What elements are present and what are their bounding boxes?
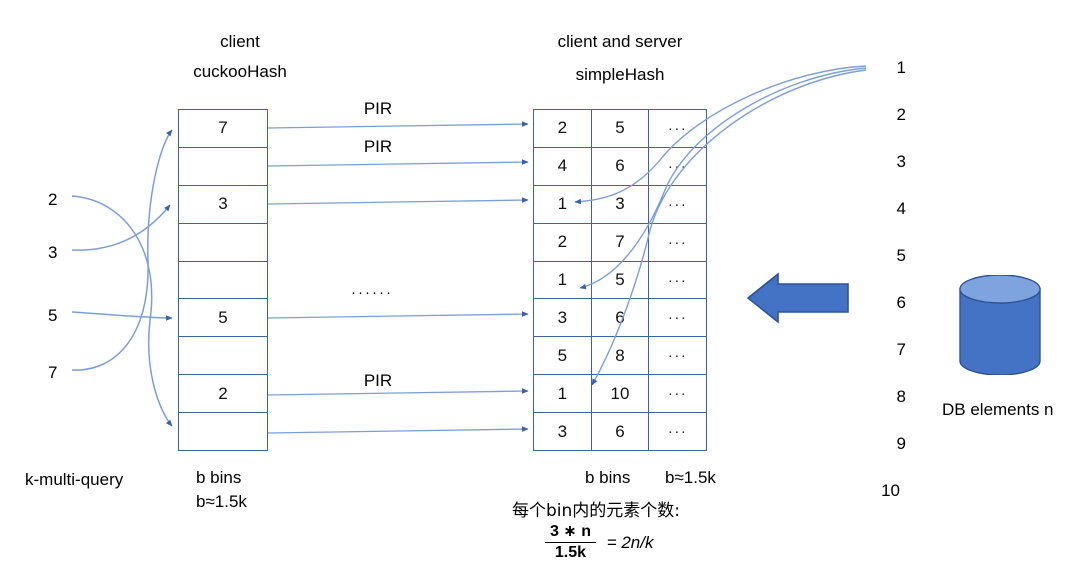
pir-request-lines	[267, 121, 529, 434]
formula-numerator: 3 ∗ n	[550, 523, 591, 540]
simple-bin-ellipsis: ···	[667, 233, 688, 251]
simple-bin-value: 7	[592, 223, 650, 261]
cuckoo-bin-row	[179, 337, 267, 376]
cuckoo-bin-value	[179, 413, 267, 450]
simple-bin-ellipsis: ···	[667, 157, 688, 175]
query-value-0: 2	[48, 190, 58, 209]
simple-bin-value: 3	[534, 299, 592, 337]
simple-bin-ellipsis: ···	[667, 385, 688, 403]
simple-bin-value: 1	[534, 185, 592, 223]
simple-caption-line1: b bins	[585, 468, 631, 487]
database-cylinder-icon	[959, 275, 1041, 375]
cuckoo-bin-row: 5	[179, 299, 267, 338]
simple-bin-ellipsis: ···	[667, 271, 688, 289]
simple-caption-line2: b≈1.5k	[665, 468, 716, 487]
cuckoo-bin-value: 5	[218, 307, 228, 327]
db-element-4: 4	[896, 199, 906, 218]
cuckoo-bin-row	[179, 148, 267, 186]
simple-bin-value: 10	[592, 375, 650, 413]
k-multi-query-label: k-multi-query	[25, 470, 124, 489]
db-element-8: 8	[896, 387, 906, 406]
db-element-5: 5	[896, 246, 906, 265]
pir-label-3: PIR	[363, 371, 393, 390]
formula-result: = 2n/k	[606, 532, 654, 552]
formula-denominator: 1.5k	[545, 542, 596, 563]
cuckoo-bin-value	[179, 224, 267, 261]
query-value-2: 5	[48, 306, 58, 325]
cuckoo-bin-row	[179, 413, 267, 450]
cuckoo-bin-value: 3	[218, 194, 228, 214]
db-element-10: 10	[881, 481, 900, 500]
db-to-table-arrow	[746, 272, 849, 324]
simple-bin-value: 6	[592, 413, 650, 451]
cuckoo-bin-value	[179, 148, 267, 185]
simple-bin-ellipsis: ···	[667, 195, 688, 213]
simple-bin-value: 6	[592, 299, 650, 337]
simple-bin-value: 3	[534, 413, 592, 451]
simple-bin-value: 5	[534, 337, 592, 375]
simple-bin-value: 4	[534, 147, 592, 185]
db-element-2: 2	[896, 105, 906, 124]
db-elements-label: DB elements n	[942, 400, 1054, 419]
cuckoo-bin-row: 7	[179, 110, 267, 148]
cuckoo-bin-value	[179, 262, 267, 299]
query-value-3: 7	[48, 363, 58, 382]
pir-label-2: PIR	[363, 137, 393, 156]
simple-bin-value: 6	[592, 147, 650, 185]
formula-fraction: 3 ∗ n 1.5k	[545, 522, 596, 563]
db-element-9: 9	[896, 434, 906, 453]
client-title-line2: cuckooHash	[193, 62, 287, 81]
db-element-3: 3	[896, 152, 906, 171]
simple-bin-value: 2	[534, 223, 592, 261]
query-value-1: 3	[48, 243, 58, 262]
client-title-line1: client	[220, 32, 260, 51]
db-element-6: 6	[896, 293, 906, 312]
cuckoo-bin-row: 2	[179, 375, 267, 414]
simple-bin-value: 5	[592, 110, 650, 147]
simple-bin-value: 8	[592, 337, 650, 375]
simple-bin-ellipsis: ···	[667, 347, 688, 365]
cuckoo-caption-line2: b≈1.5k	[196, 492, 247, 511]
simple-bin-ellipsis: ···	[667, 423, 688, 441]
bin-size-formula: 3 ∗ n 1.5k = 2n/k	[545, 522, 654, 563]
cuckoo-caption-line1: b bins	[196, 468, 242, 487]
cuckoo-bin-value: 2	[218, 383, 228, 403]
simple-bin-ellipsis: ···	[667, 119, 688, 137]
cuckoo-bin-row	[179, 224, 267, 262]
pir-label-1: PIR	[363, 99, 393, 118]
query-to-bin-curves	[71, 129, 173, 427]
server-title-line1: client and server	[557, 32, 683, 51]
cuckoo-bin-row: 3	[179, 186, 267, 224]
simple-bin-ellipsis: ···	[667, 309, 688, 327]
cuckoo-bin-row	[179, 262, 267, 300]
simple-bin-value: 1	[534, 375, 592, 413]
pir-ellipsis: ······	[351, 284, 393, 301]
db-element-1: 1	[896, 58, 906, 77]
simple-bin-value: 3	[592, 185, 650, 223]
simple-bin-value: 5	[592, 261, 650, 299]
cuckoo-bin-value: 7	[218, 118, 228, 138]
simple-bin-note: 每个bin内的元素个数:	[512, 501, 681, 521]
db-element-7: 7	[896, 340, 906, 359]
server-title-line2: simpleHash	[575, 65, 665, 84]
simple-bin-value: 2	[534, 110, 592, 147]
cuckoo-hash-table: 7 3 5 2	[178, 109, 268, 451]
cuckoo-bin-value	[179, 337, 267, 374]
simple-bin-value: 1	[534, 261, 592, 299]
